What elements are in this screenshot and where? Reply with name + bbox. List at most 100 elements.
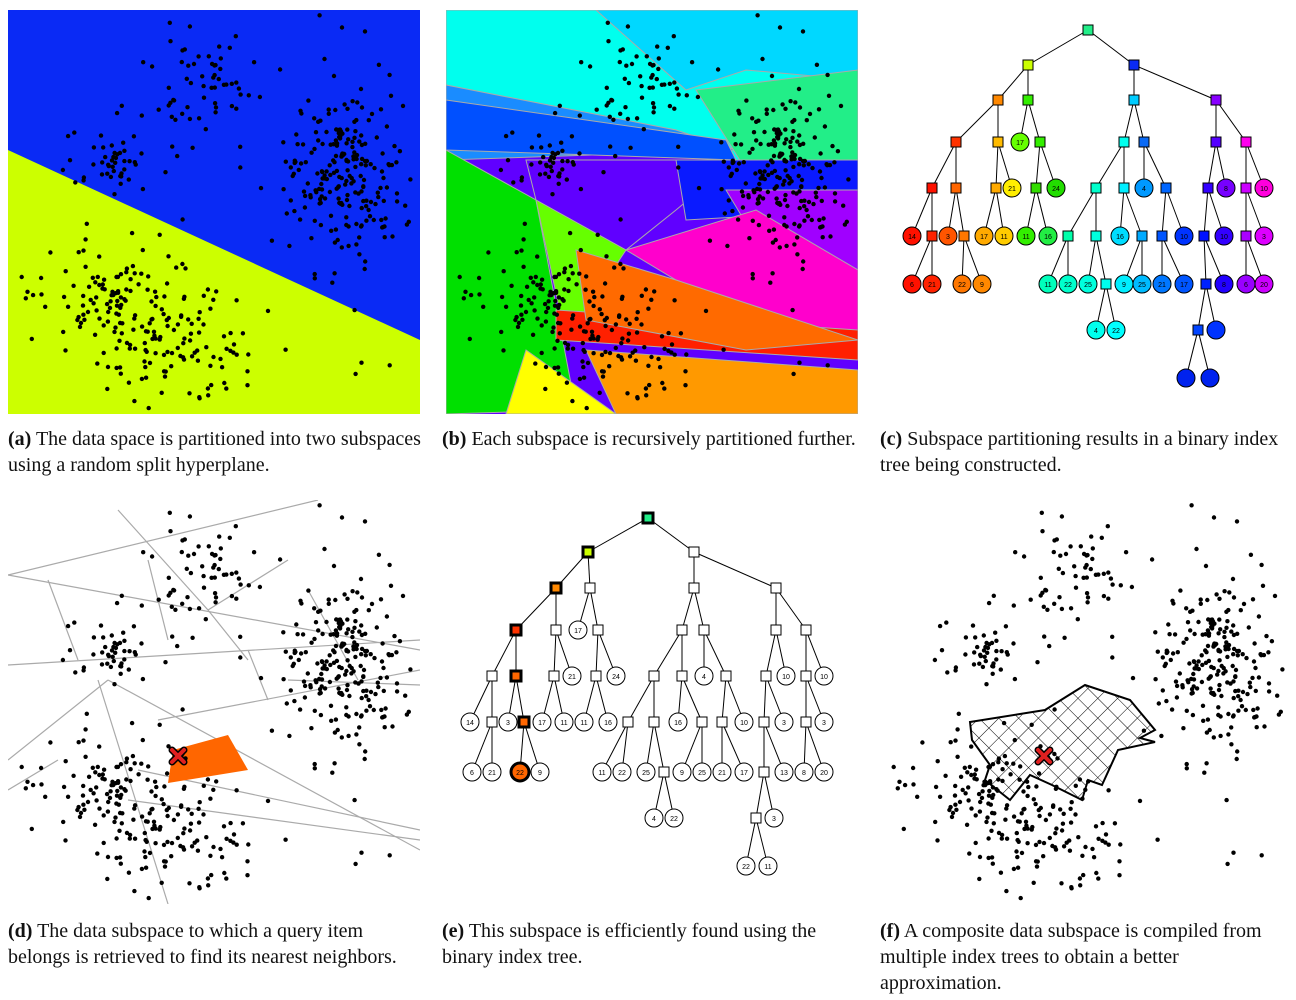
tree-node xyxy=(1202,182,1214,194)
data-point xyxy=(102,777,107,782)
data-point xyxy=(309,726,314,731)
data-point xyxy=(114,793,120,798)
data-point xyxy=(568,263,574,269)
data-point xyxy=(1200,632,1205,637)
data-point xyxy=(246,93,251,98)
data-point xyxy=(142,849,147,854)
data-point xyxy=(233,34,238,39)
data-point xyxy=(672,298,677,303)
data-point xyxy=(975,644,980,650)
data-point xyxy=(983,658,988,664)
data-point xyxy=(332,271,337,276)
data-point xyxy=(577,113,582,118)
tree-leaf-label: 24 xyxy=(612,674,620,681)
data-point xyxy=(1199,653,1204,658)
data-point xyxy=(206,544,211,549)
data-point xyxy=(937,794,943,799)
data-point xyxy=(756,222,762,228)
data-point xyxy=(173,607,178,612)
subspace-yellow-green xyxy=(8,150,420,414)
tree-leaf-label: 11 xyxy=(598,770,605,777)
data-point xyxy=(197,310,202,315)
data-point xyxy=(115,788,120,794)
data-point xyxy=(830,143,835,149)
data-point xyxy=(665,45,670,50)
data-point xyxy=(188,331,194,336)
data-point xyxy=(101,350,106,356)
data-point xyxy=(771,107,776,113)
tree-leaf xyxy=(554,712,574,732)
data-point xyxy=(30,782,36,788)
data-point xyxy=(245,859,250,864)
data-point xyxy=(124,777,129,782)
data-point xyxy=(327,163,332,168)
data-point xyxy=(327,679,333,685)
data-point xyxy=(295,142,300,147)
data-point xyxy=(1063,551,1069,557)
tree-leaf xyxy=(1078,274,1098,294)
data-point xyxy=(164,281,170,286)
data-point xyxy=(1096,876,1101,881)
data-point xyxy=(312,271,317,277)
data-point xyxy=(1137,798,1143,804)
data-point xyxy=(265,308,271,314)
data-point xyxy=(769,170,775,175)
data-point xyxy=(639,95,645,100)
data-point xyxy=(758,169,763,175)
data-point xyxy=(127,346,132,351)
caption-d: (d) The data subspace to which a query i… xyxy=(8,918,428,970)
data-point xyxy=(676,144,681,149)
data-point xyxy=(599,311,604,317)
data-point xyxy=(1194,686,1200,691)
data-point xyxy=(346,137,351,142)
data-point xyxy=(552,303,558,308)
data-point xyxy=(634,316,639,321)
data-point xyxy=(164,771,170,776)
data-point xyxy=(149,789,154,794)
data-point xyxy=(197,885,202,890)
data-point xyxy=(122,167,127,172)
tree-leaf-label: 10 xyxy=(782,674,790,681)
data-point xyxy=(104,301,110,307)
data-point xyxy=(1219,693,1224,699)
data-point xyxy=(222,380,227,386)
data-point xyxy=(375,680,380,685)
data-point xyxy=(1218,714,1223,719)
data-point xyxy=(192,350,197,355)
data-point xyxy=(233,524,238,529)
data-point xyxy=(965,770,970,775)
data-point xyxy=(618,48,623,53)
data-point xyxy=(214,289,219,294)
data-point xyxy=(566,277,571,282)
tree-leaf xyxy=(736,856,756,876)
data-point xyxy=(545,305,551,311)
data-point xyxy=(332,761,337,766)
data-point xyxy=(354,732,359,737)
tree-leaf xyxy=(974,226,994,246)
data-point xyxy=(112,682,117,687)
data-point xyxy=(991,593,996,598)
data-point xyxy=(217,534,222,539)
data-point xyxy=(333,643,339,649)
data-point xyxy=(1246,625,1251,630)
data-point xyxy=(101,145,106,150)
data-point xyxy=(349,665,354,671)
data-point xyxy=(355,590,360,595)
data-point xyxy=(1153,677,1158,682)
data-point xyxy=(384,675,390,680)
data-point xyxy=(205,386,211,391)
data-point xyxy=(1216,668,1221,674)
tree-edge xyxy=(755,771,765,819)
data-point xyxy=(1059,514,1065,519)
data-point xyxy=(245,873,250,878)
data-point xyxy=(152,289,158,294)
data-point xyxy=(97,772,102,778)
data-point xyxy=(324,169,329,174)
data-point xyxy=(967,764,972,770)
data-point xyxy=(228,820,233,826)
tree-leaf-label: 11 xyxy=(1044,282,1051,289)
data-point xyxy=(151,819,157,824)
data-point xyxy=(609,327,615,333)
partition-line xyxy=(127,799,420,841)
